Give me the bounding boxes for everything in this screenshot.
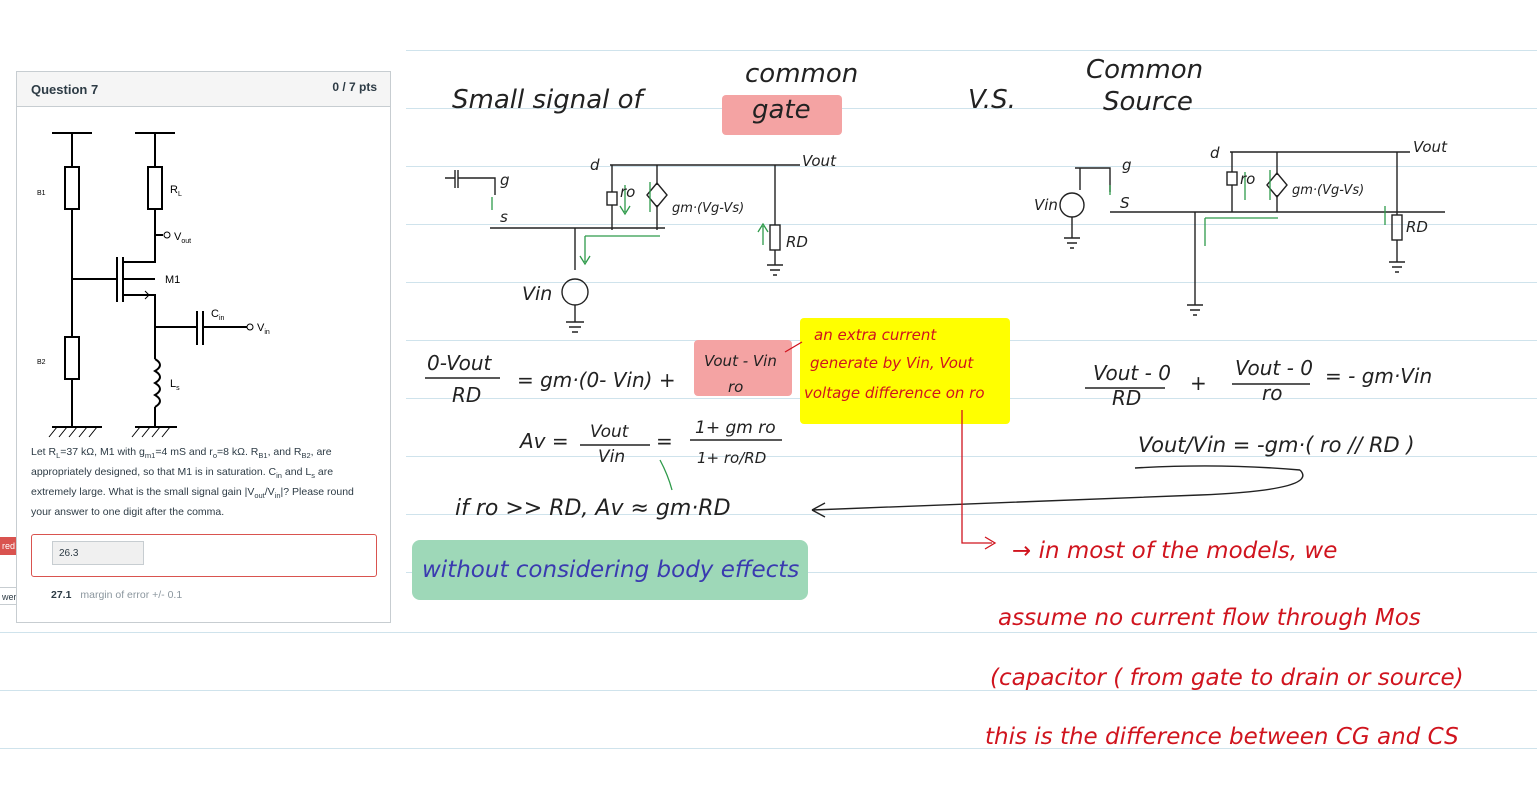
approx-line: if ro >> RD, Av ≈ gm·RD bbox=[455, 496, 731, 521]
notes-common-gate-2: gate bbox=[752, 95, 811, 125]
cs-label-g: g bbox=[1122, 156, 1132, 174]
cg-label-ro: ro bbox=[620, 183, 635, 201]
question-title: Question 7 bbox=[31, 82, 99, 97]
ruled-line bbox=[406, 282, 1537, 283]
cg-eq1-frac-top: Vout - Vin bbox=[704, 352, 777, 370]
av-eq: = bbox=[656, 429, 673, 453]
margin-of-error: margin of error +/- 0.1 bbox=[80, 589, 183, 601]
cs-plus: + bbox=[1190, 371, 1207, 395]
circuit-diagram: RB1 RL Vout M1 Cin Vin RB2 Ls bbox=[37, 132, 270, 438]
cs-label-rd: RD bbox=[1406, 218, 1428, 236]
cs-eq1-a-bot: RD bbox=[1112, 386, 1141, 410]
cs-eq2: Vout/Vin = -gm·( ro // RD ) bbox=[1138, 433, 1415, 457]
red-note-4: this is the difference between CG and CS bbox=[985, 724, 1459, 750]
av-frac2-top: 1+ gm ro bbox=[695, 418, 776, 438]
question-card: Question 7 0 / 7 pts RB1 bbox=[16, 71, 391, 623]
cs-label-vout: Vout bbox=[1413, 138, 1448, 156]
svg-text:RB1: RB1 bbox=[37, 183, 46, 197]
label-rl: R bbox=[170, 184, 178, 196]
green-highlight bbox=[412, 540, 808, 600]
cg-eq1-lhs-top: 0-Vout bbox=[427, 351, 493, 375]
svg-text:Cin: Cin bbox=[211, 308, 225, 322]
ruled-line bbox=[406, 50, 1537, 51]
notes-common-source-2: Source bbox=[1103, 87, 1193, 117]
cs-label-s: S bbox=[1120, 194, 1130, 212]
notes-common-gate-1: common bbox=[745, 59, 858, 89]
notes-title: Small signal of bbox=[452, 85, 647, 115]
answer-input[interactable]: 26.3 bbox=[52, 541, 144, 565]
av-lhs: Av = bbox=[518, 429, 569, 453]
label-vout: V bbox=[174, 231, 182, 243]
ruled-line bbox=[0, 748, 1537, 749]
ruled-line bbox=[406, 572, 1537, 573]
svg-text:RB2: RB2 bbox=[37, 352, 46, 366]
red-note-2: assume no current flow through Mos bbox=[998, 605, 1421, 631]
ruled-line bbox=[406, 224, 1537, 225]
label-vin: V bbox=[257, 322, 265, 334]
cs-eq1-rhs: = - gm·Vin bbox=[1325, 364, 1432, 388]
cs-eq1-a-top: Vout - 0 bbox=[1093, 361, 1171, 385]
question-header: Question 7 0 / 7 pts bbox=[17, 72, 390, 107]
ruled-line bbox=[0, 690, 1537, 691]
yellow-note-3: voltage difference on ro bbox=[804, 384, 985, 402]
svg-text:RL: RL bbox=[170, 184, 182, 198]
correct-answer-line: 27.1 margin of error +/- 0.1 bbox=[51, 589, 182, 601]
cg-label-g: g bbox=[500, 171, 510, 189]
label-cin: C bbox=[211, 308, 219, 320]
ruled-line bbox=[406, 456, 1537, 457]
cg-label-gm: gm·(Vg-Vs) bbox=[672, 201, 744, 216]
svg-text:Vout: Vout bbox=[174, 231, 191, 245]
correct-answer-value: 27.1 bbox=[51, 589, 72, 601]
ruled-line bbox=[406, 166, 1537, 167]
cs-label-ro: ro bbox=[1240, 170, 1255, 188]
cs-eq1-b-bot: ro bbox=[1262, 381, 1282, 405]
svg-text:Vin: Vin bbox=[257, 322, 270, 336]
green-note: without considering body effects bbox=[422, 557, 799, 583]
cs-eq1-b-top: Vout - 0 bbox=[1235, 356, 1313, 380]
user-answer-box: 26.3 bbox=[31, 534, 377, 577]
yellow-highlight bbox=[800, 318, 1010, 424]
svg-text:Ls: Ls bbox=[170, 378, 180, 392]
ruled-line bbox=[0, 632, 1537, 633]
question-points: 0 / 7 pts bbox=[332, 80, 377, 94]
cg-label-rd: RD bbox=[786, 233, 808, 251]
cg-label-d: d bbox=[590, 156, 600, 174]
notes-common-source-1: Common bbox=[1086, 55, 1203, 85]
av-frac1-top: Vout bbox=[590, 422, 630, 442]
cg-eq1-lhs-bot: RD bbox=[452, 383, 481, 407]
cg-label-vout: Vout bbox=[802, 152, 837, 170]
pink-highlight-fraction bbox=[694, 340, 792, 396]
yellow-note-1: an extra current bbox=[814, 326, 937, 344]
cg-label-s: s bbox=[500, 208, 508, 226]
cs-label-gm: gm·(Vg-Vs) bbox=[1292, 183, 1364, 198]
ruled-line bbox=[406, 108, 1537, 109]
cg-eq1-rhs: = gm·(0- Vin) + bbox=[517, 368, 676, 392]
ruled-line bbox=[406, 514, 1537, 515]
red-note-1: → in most of the models, we bbox=[1012, 538, 1337, 564]
label-m1: M1 bbox=[165, 274, 180, 286]
label-ls: L bbox=[170, 378, 176, 390]
yellow-note-2: generate by Vin, Vout bbox=[810, 354, 974, 372]
cg-label-vin: Vin bbox=[522, 283, 552, 305]
red-note-3: (capacitor ( from gate to drain or sourc… bbox=[990, 665, 1464, 691]
question-text: Let RL=37 kΩ, M1 with gm1=4 mS and ro=8 … bbox=[31, 446, 354, 519]
pink-highlight-gate bbox=[722, 95, 842, 135]
cs-label-d: d bbox=[1210, 144, 1220, 162]
cs-label-vin: Vin bbox=[1034, 196, 1058, 214]
av-frac1-bot: Vin bbox=[598, 447, 625, 467]
cg-eq1-frac-bot: ro bbox=[728, 378, 743, 396]
notes-vs: V.S. bbox=[968, 85, 1016, 115]
av-frac2-bot: 1+ ro/RD bbox=[697, 449, 766, 467]
